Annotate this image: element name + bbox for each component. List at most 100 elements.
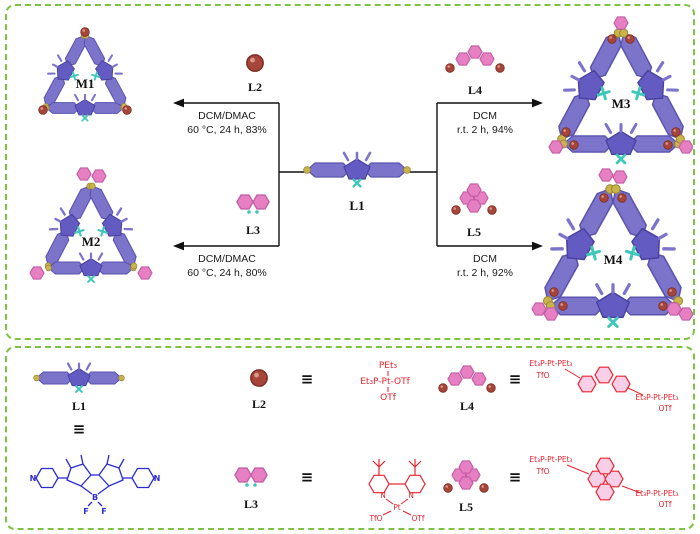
hexagon-icon	[236, 194, 254, 210]
l3-legend-label: L3	[244, 497, 258, 511]
arrowhead-right-top-icon	[532, 98, 543, 108]
l4-pt-left-line1: Et₃P-Pt-PEt₃	[529, 359, 572, 368]
bodipy-ligand-icon	[34, 364, 125, 392]
hexagon-corner-icon	[613, 16, 629, 30]
l1-chemical-structure	[35, 454, 155, 507]
hexagon-icon	[455, 52, 471, 66]
l1-boron-label: B	[92, 493, 98, 502]
hexagon-icon	[467, 45, 483, 59]
m3-label: M3	[612, 96, 631, 111]
ligand-l1-cartoon: L1	[304, 153, 411, 213]
pt-dot-icon	[245, 483, 249, 487]
pt-node-icon	[479, 483, 489, 493]
l3-tfo-label: TfO	[368, 514, 382, 523]
pt-node-icon	[667, 287, 677, 297]
l1-label: L1	[349, 198, 364, 213]
equiv-symbol: ≡	[509, 468, 522, 486]
hexagon-icon	[250, 467, 268, 483]
equiv-symbol: ≡	[73, 420, 86, 438]
hexagon-icon	[458, 460, 474, 474]
hexagon-corner-icon	[76, 167, 92, 181]
pt-node-icon	[451, 205, 461, 215]
l5-chemical-structure: Et₃P-Pt-PEt₃ TfO Et₃P-Pt-PEt₃ OTf	[529, 455, 678, 509]
pt-node-icon	[658, 301, 668, 311]
pt-node-icon	[495, 63, 505, 73]
hexagon-corner-icon	[543, 307, 559, 321]
pt-node-icon	[38, 105, 48, 115]
l4-legend-label: L4	[460, 399, 474, 413]
l4-chemical-structure: Et₃P-Pt-PEt₃ TfO Et₃P-Pt-PEt₃ OTf	[529, 359, 678, 413]
l4-pt-left-line2: TfO	[535, 371, 549, 380]
pt-sphere-icon	[249, 368, 269, 388]
equiv-symbol: ≡	[509, 370, 522, 388]
l2-main-line: Et₃P-Pt-OTf	[360, 377, 410, 387]
hexagon-icon	[234, 467, 252, 483]
legend-l1: L1 ≡ N N B F F	[30, 364, 161, 516]
l5-legend-label: L5	[459, 500, 473, 514]
pt-node-icon	[671, 127, 681, 137]
pt-node-icon	[445, 63, 455, 73]
pt-node-icon	[617, 193, 627, 203]
legend-l5: L5 ≡ Et₃P-Pt-PEt₃ TfO Et₃P-Pt-PEt₃ OTf	[443, 455, 679, 514]
solvent-right-top: DCM	[473, 110, 497, 122]
hexagon-icon	[252, 194, 270, 210]
pt-node-icon	[443, 483, 453, 493]
conditions-left-top: 60 °C, 24 h, 83%	[187, 124, 267, 136]
hexagon-corner-icon	[548, 140, 564, 154]
pt-dot-icon	[247, 210, 251, 214]
arrowhead-left-bottom-icon	[173, 241, 184, 251]
scheme-canvas: M1 M2 M3	[29, 16, 693, 338]
hexagon-corner-icon	[29, 266, 45, 280]
pt-node-icon	[549, 287, 559, 297]
macrocycle-m2: M2	[29, 167, 153, 282]
l5-pt-right-line1: Et₃P-Pt-PEt₃	[635, 489, 678, 498]
ligand-l3-cartoon: L3	[236, 194, 270, 237]
solvent-right-bottom: DCM	[473, 253, 497, 265]
hexagon-corner-icon	[678, 140, 693, 154]
legend-panel: L1 ≡ N N B F F L2 ≡ PEt₃	[5, 346, 695, 530]
l1-f-left-label: F	[83, 507, 88, 516]
pt-sphere-icon	[245, 53, 265, 73]
l2-legend-label: L2	[252, 397, 266, 411]
legend-canvas: L1 ≡ N N B F F L2 ≡ PEt₃	[30, 359, 679, 523]
l5-pt-right-line2: OTf	[658, 500, 671, 509]
hexagon-icon	[459, 365, 475, 379]
macrocycle-m3: M3	[542, 16, 693, 163]
conditions-left-bottom: 60 °C, 24 h, 80%	[187, 267, 267, 279]
l3-n-left-label: N	[380, 491, 386, 500]
pt-node-icon	[438, 383, 448, 393]
legend-l3: L3 ≡ N N Pt TfO OTf	[234, 459, 426, 523]
hexagon-corner-icon	[91, 169, 107, 183]
hexagon-corner-icon	[598, 168, 614, 182]
l1-legend-label: L1	[72, 399, 86, 413]
pt-node-icon	[607, 34, 617, 44]
l3-n-right-label: N	[408, 491, 414, 500]
l2-pet3-top: PEt₃	[379, 361, 398, 371]
macrocycle-m1: M1	[33, 27, 138, 121]
solvent-left-top: DCM/DMAC	[198, 110, 256, 122]
equiv-symbol: ≡	[301, 468, 314, 486]
ligand-l2-cartoon: L2	[245, 53, 265, 94]
m4-label: M4	[604, 252, 623, 267]
pt-node-icon	[663, 140, 673, 150]
reaction-arrows	[183, 102, 533, 247]
ligand-l5-cartoon: L5	[451, 183, 497, 239]
l5-pt-left-line2: TfO	[535, 467, 549, 476]
hexagon-corner-icon	[612, 170, 628, 184]
l4-label: L4	[468, 83, 482, 97]
m2-label: M2	[82, 234, 101, 249]
l5-label: L5	[467, 225, 481, 239]
l3-label: L3	[246, 223, 260, 237]
l5-pt-left-line1: Et₃P-Pt-PEt₃	[529, 455, 572, 464]
legend-l4: L4 ≡ Et₃P-Pt-PEt₃ TfO Et₃P-Pt-PEt₃ OTf	[438, 359, 679, 413]
l1-n-right-label: N	[154, 474, 161, 483]
conditions-right-top: r.t. 2 h, 94%	[457, 124, 513, 136]
pt-node-icon	[599, 193, 609, 203]
l3-otf-label: OTf	[411, 514, 424, 523]
l2-otf-bottom: OTf	[380, 393, 397, 403]
hexagon-icon	[471, 372, 487, 386]
hexagon-icon	[479, 52, 495, 66]
pt-node-icon	[625, 34, 635, 44]
macrocycle-m4: M4	[527, 168, 693, 327]
bodipy-ligand-icon	[304, 153, 411, 186]
